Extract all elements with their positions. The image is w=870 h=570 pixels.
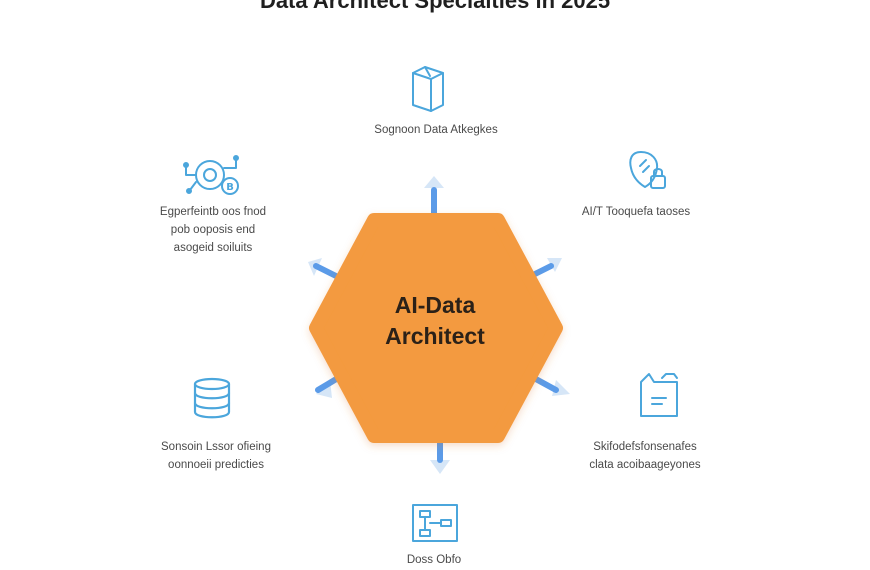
arrow-bottom-right [531, 375, 570, 396]
center-label-line-1: AI-Data [394, 292, 476, 318]
flowchart-icon [412, 504, 458, 542]
label-line: Egperfeintb oos fnod [159, 206, 267, 218]
arrow-top-left [308, 258, 339, 279]
node-label-top: Sognoon Data Atkegkes [346, 121, 526, 139]
diagram-title: Data Architect Specialties in 2025 [259, 0, 611, 13]
label-line: oonnoeii predicties [168, 459, 264, 471]
folder-document-icon [640, 373, 678, 417]
svg-text:B: B [226, 182, 234, 193]
gear-network-icon: B [183, 155, 239, 195]
arrow-bottom [430, 435, 450, 474]
center-label: AI-Data Architect [320, 290, 550, 352]
label-line: pob ooposis end [170, 224, 256, 236]
label-line: Skifodefsfonsenafes [593, 441, 697, 453]
label-line: asogeid soiluits [173, 242, 253, 254]
arrow-bottom-left [315, 375, 341, 398]
label-line: AI/T Tooquefa taoses [581, 206, 691, 218]
node-label-bottom: Doss Obfo [374, 551, 494, 569]
label-line: Doss Obfo [406, 554, 462, 566]
center-hexagon [309, 213, 563, 443]
arrow-top-right [528, 258, 562, 279]
document-stack-icon [412, 66, 444, 112]
node-label-bottom-right: Skifodefsfonsenafes clata acoibaageyones [560, 438, 730, 474]
node-label-top-right: AI/T Tooquefa taoses [556, 203, 716, 221]
label-line: Sonsoin Lssor ofieing [161, 441, 271, 453]
center-label-line-2: Architect [385, 323, 485, 349]
node-label-bottom-left: Sonsoin Lssor ofieing oonnoeii predictie… [126, 438, 306, 474]
node-label-top-left: Egperfeintb oos fnod pob ooposis end aso… [133, 203, 293, 257]
label-line: Sognoon Data Atkegkes [374, 124, 498, 136]
ai-shield-icon [629, 151, 666, 189]
label-line: clata acoibaageyones [589, 459, 701, 471]
arrow-top [424, 176, 444, 221]
database-icon [193, 377, 231, 419]
